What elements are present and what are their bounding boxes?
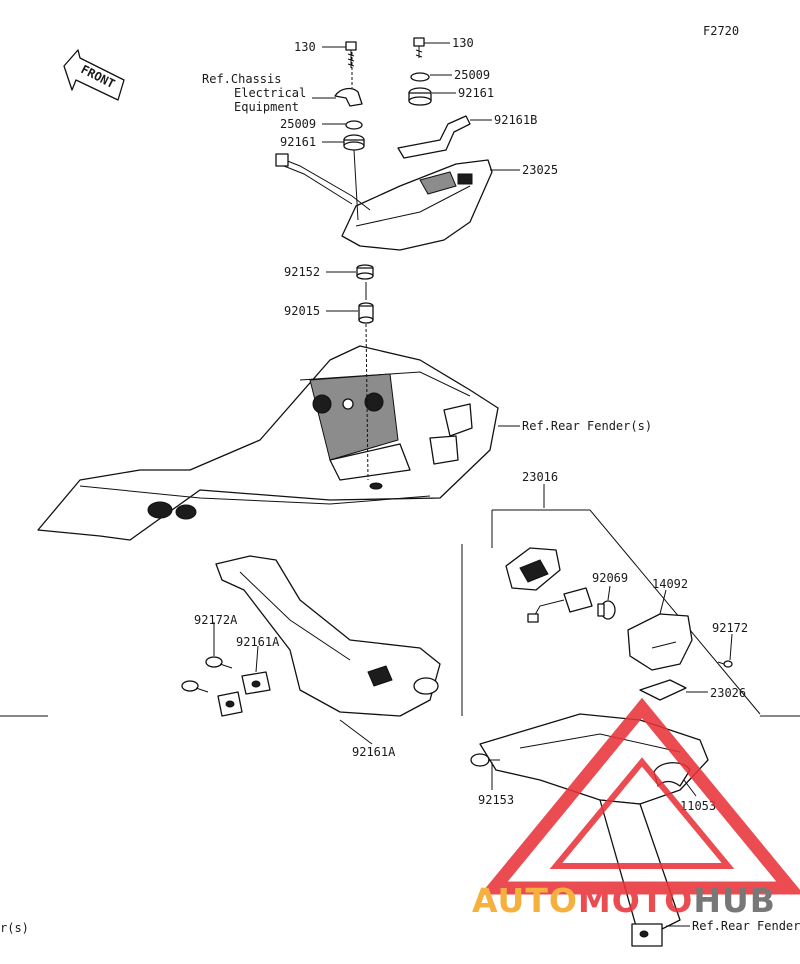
pad-23026: [639, 679, 687, 701]
callout-23026: 23026: [710, 686, 746, 700]
rear-fender-cowl: [37, 345, 499, 541]
callout-130-right: 130: [452, 36, 474, 50]
bolt-130-left: [345, 41, 357, 68]
callout-92161-right: 92161: [458, 86, 494, 100]
callout-ref-chassis-2: Electrical: [234, 86, 306, 100]
callout-92172: 92172: [712, 621, 748, 635]
grommet-92161-left: [343, 134, 365, 151]
leader-lines: [213, 42, 733, 927]
callout-92161-left: 92161: [280, 135, 316, 149]
lens-14092: [627, 613, 693, 671]
callout-92153: 92153: [478, 793, 514, 807]
callout-92069: 92069: [592, 571, 628, 585]
figure-code: F2720: [703, 24, 739, 38]
bolt-130-right: [413, 37, 425, 58]
callout-92161a-bottom: 92161A: [352, 745, 396, 759]
spacer-92015: [358, 302, 374, 324]
callout-92172a: 92172A: [194, 613, 238, 627]
callout-25009-right: 25009: [454, 68, 490, 82]
callout-23025: 23025: [522, 163, 558, 177]
automotohub-watermark: AUTOMOTOHUB: [472, 697, 800, 920]
callout-14092: 14092: [652, 577, 688, 591]
grommet-92161a-lower: [217, 691, 243, 717]
screw-92172: [717, 660, 733, 668]
license-lamp-23016-group: [461, 509, 761, 716]
chassis-bracket-clip: [334, 87, 363, 107]
front-direction-arrow: FRONT: [63, 49, 125, 101]
callout-23016: 23016: [522, 470, 558, 484]
grommet-92161a-upper: [241, 671, 271, 695]
callout-ref-rear-fender: Ref.Rear Fender(s): [522, 419, 652, 433]
callout-92015: 92015: [284, 304, 320, 318]
lamp-socket: [527, 587, 593, 623]
callout-11053: 11053: [680, 799, 716, 813]
collar-92152: [356, 264, 374, 280]
washer-25009-right: [410, 72, 430, 82]
license-plate-bracket: [215, 555, 441, 717]
callout-92152: 92152: [284, 265, 320, 279]
bolt-92153: [470, 753, 500, 767]
callout-130-left: 130: [294, 40, 316, 54]
bulb-92069: [597, 600, 616, 620]
tail-light-23025: [275, 153, 493, 251]
washer-25009-left: [345, 120, 363, 130]
lamp-housing: [505, 547, 561, 591]
callout-92161b: 92161B: [494, 113, 537, 127]
callout-ref-chassis-1: Ref.Chassis: [202, 72, 281, 86]
callout-25009-left: 25009: [280, 117, 316, 131]
watermark-logo-mark: [480, 697, 800, 895]
bracket-92161b: [397, 115, 471, 159]
watermark-wordmark: AUTOMOTOHUB: [472, 881, 776, 920]
callout-92161a-top: 92161A: [236, 635, 280, 649]
callout-ref-rear-fender-bottom: Ref.Rear Fender: [692, 919, 800, 933]
callout-ref-chassis-3: Equipment: [234, 100, 299, 114]
screw-92172a: [205, 656, 233, 669]
washer-lower-left: [181, 680, 209, 693]
grommet-92161-right: [408, 87, 432, 106]
callout-ref-rear-fender-left-edge: r(s): [0, 921, 29, 935]
